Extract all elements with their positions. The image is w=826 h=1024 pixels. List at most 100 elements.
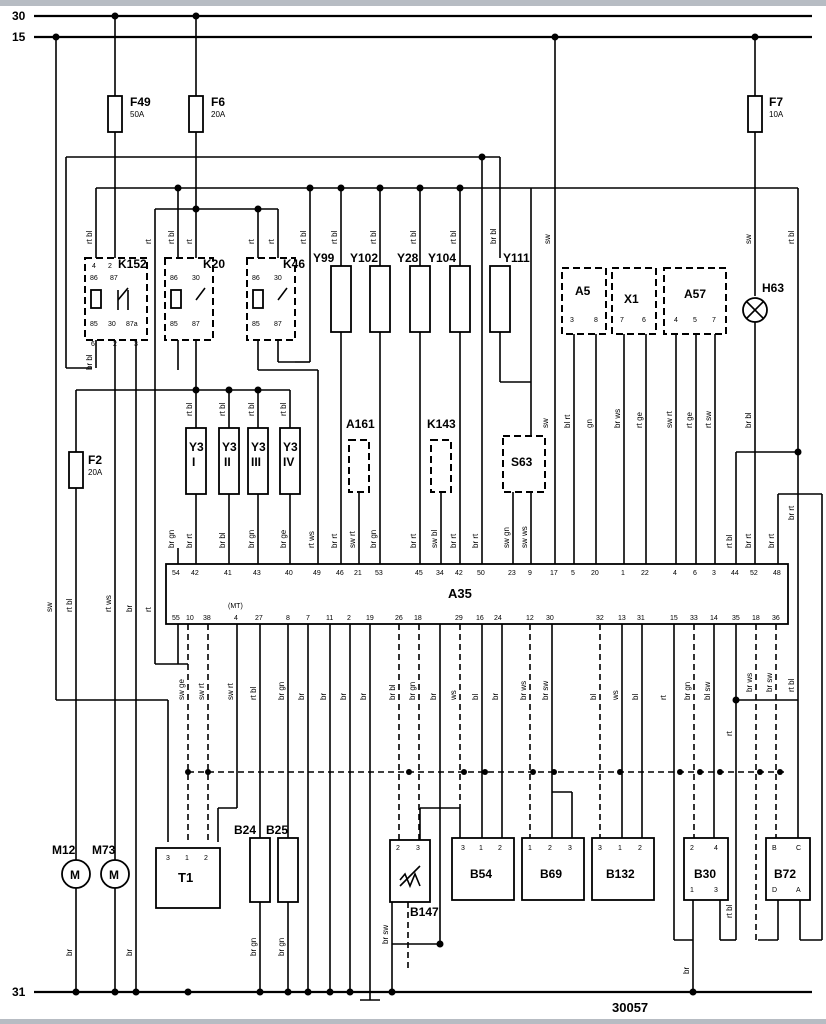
svg-text:18: 18 bbox=[414, 615, 422, 622]
svg-text:rt bl: rt bl bbox=[299, 230, 308, 244]
svg-text:br gn: br gn bbox=[277, 682, 286, 700]
svg-text:br bl: br bl bbox=[744, 412, 753, 428]
svg-text:35: 35 bbox=[732, 615, 740, 622]
svg-text:87: 87 bbox=[110, 275, 118, 282]
svg-text:T1: T1 bbox=[178, 870, 193, 885]
svg-text:rt: rt bbox=[725, 730, 734, 736]
svg-text:Y111: Y111 bbox=[503, 251, 530, 265]
svg-text:30: 30 bbox=[546, 615, 554, 622]
svg-text:X1: X1 bbox=[624, 292, 639, 306]
svg-text:I: I bbox=[192, 455, 195, 469]
svg-text:rt ge: rt ge bbox=[685, 411, 694, 428]
valve-y99: Y99 bbox=[313, 188, 352, 548]
svg-text:A57: A57 bbox=[684, 287, 706, 301]
svg-text:2: 2 bbox=[638, 845, 642, 852]
svg-text:br: br bbox=[125, 605, 134, 612]
svg-text:38: 38 bbox=[203, 615, 211, 622]
svg-text:ws: ws bbox=[611, 690, 620, 701]
svg-text:7: 7 bbox=[620, 317, 624, 324]
fuse-f2: F2 20A bbox=[68, 451, 103, 489]
rail-31: 31 bbox=[12, 985, 812, 999]
svg-text:br bl: br bl bbox=[218, 532, 227, 548]
svg-text:6: 6 bbox=[91, 341, 95, 348]
svg-text:46: 46 bbox=[336, 570, 344, 577]
svg-text:33: 33 bbox=[690, 615, 698, 622]
svg-text:sw: sw bbox=[744, 234, 753, 244]
svg-text:3: 3 bbox=[461, 845, 465, 852]
svg-text:1: 1 bbox=[528, 845, 532, 852]
svg-text:br: br bbox=[429, 693, 438, 700]
valve-row: Y99 Y102 Y28 Y104 Y111 bbox=[313, 188, 531, 548]
h63-side-wires bbox=[735, 448, 822, 548]
svg-text:52: 52 bbox=[750, 570, 758, 577]
svg-text:4: 4 bbox=[92, 263, 96, 270]
svg-text:34: 34 bbox=[436, 570, 444, 577]
svg-text:br ws: br ws bbox=[519, 681, 528, 700]
svg-text:29: 29 bbox=[455, 615, 463, 622]
svg-text:M: M bbox=[109, 868, 119, 882]
svg-text:2: 2 bbox=[498, 845, 502, 852]
svg-text:br rt: br rt bbox=[787, 505, 796, 520]
svg-text:5: 5 bbox=[571, 570, 575, 577]
svg-text:H63: H63 bbox=[762, 281, 784, 295]
svg-text:3: 3 bbox=[598, 845, 602, 852]
svg-text:3: 3 bbox=[714, 887, 718, 894]
svg-text:rt ws: rt ws bbox=[104, 595, 113, 612]
ecu-a35-id: A35 bbox=[448, 586, 472, 601]
svg-text:53: 53 bbox=[375, 570, 383, 577]
svg-text:2: 2 bbox=[347, 615, 351, 622]
module-s63: S63 bbox=[502, 435, 546, 548]
svg-text:3: 3 bbox=[166, 855, 170, 862]
svg-text:br bl: br bl bbox=[388, 684, 397, 700]
ecu-lower-wiring bbox=[177, 494, 823, 1001]
svg-text:2: 2 bbox=[690, 845, 694, 852]
svg-text:B72: B72 bbox=[774, 867, 796, 881]
svg-text:1: 1 bbox=[185, 855, 189, 862]
fuse-f49-rating: 50A bbox=[130, 110, 145, 119]
svg-text:6: 6 bbox=[693, 570, 697, 577]
svg-text:rt sw: rt sw bbox=[704, 411, 713, 428]
fuse-f49: F49 50A bbox=[107, 16, 151, 258]
svg-text:87: 87 bbox=[274, 321, 282, 328]
coil-y3-iii: Y3 III bbox=[247, 390, 269, 548]
svg-text:B132: B132 bbox=[606, 867, 635, 881]
svg-text:rt bl: rt bl bbox=[369, 230, 378, 244]
svg-text:sw ge: sw ge bbox=[177, 679, 186, 700]
svg-text:bl sw: bl sw bbox=[703, 682, 712, 700]
svg-text:43: 43 bbox=[253, 570, 261, 577]
svg-text:7: 7 bbox=[306, 615, 310, 622]
svg-text:9: 9 bbox=[528, 570, 532, 577]
svg-text:44: 44 bbox=[731, 570, 739, 577]
svg-text:sw gn: sw gn bbox=[502, 527, 511, 548]
svg-text:C: C bbox=[796, 845, 801, 852]
svg-text:rt bl: rt bl bbox=[330, 230, 339, 244]
svg-text:B25: B25 bbox=[266, 823, 288, 837]
sensor-b25: B25 bbox=[266, 823, 299, 992]
svg-text:gn: gn bbox=[585, 419, 594, 428]
svg-text:2: 2 bbox=[548, 845, 552, 852]
svg-text:M: M bbox=[70, 868, 80, 882]
svg-text:21: 21 bbox=[354, 570, 362, 577]
svg-text:86: 86 bbox=[170, 275, 178, 282]
svg-text:IV: IV bbox=[283, 455, 294, 469]
svg-text:bl: bl bbox=[631, 694, 640, 700]
svg-text:rt bl: rt bl bbox=[249, 686, 258, 700]
svg-text:10: 10 bbox=[186, 615, 194, 622]
svg-text:br ws: br ws bbox=[613, 409, 622, 428]
svg-text:br: br bbox=[297, 693, 306, 700]
svg-text:br gn: br gn bbox=[369, 530, 378, 548]
fuse-f6-rating: 20A bbox=[211, 110, 226, 119]
svg-text:rt bl: rt bl bbox=[725, 534, 734, 548]
svg-text:85: 85 bbox=[170, 321, 178, 328]
svg-text:Y102: Y102 bbox=[350, 251, 378, 265]
svg-text:rt bl: rt bl bbox=[279, 402, 288, 416]
svg-text:16: 16 bbox=[476, 615, 484, 622]
svg-text:Y3: Y3 bbox=[251, 440, 266, 454]
svg-text:20: 20 bbox=[591, 570, 599, 577]
